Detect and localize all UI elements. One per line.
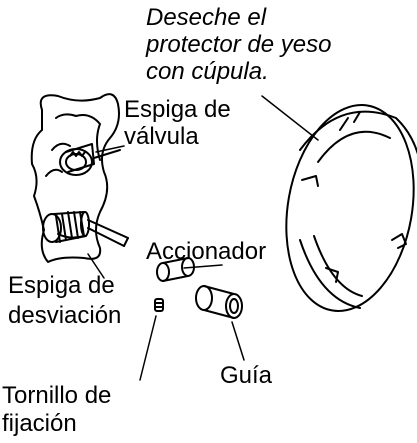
diverter-stem-label-1: Espiga de <box>8 272 115 299</box>
set-screw-label-2: fijación <box>2 410 77 437</box>
leader-lines <box>87 95 319 381</box>
diverter-stem-label-2: desviación <box>8 302 122 329</box>
leader-actuator <box>183 264 223 269</box>
valve-stem-label-1: Espiga de <box>124 96 231 123</box>
diverter-stem-drawing <box>42 211 129 247</box>
set-screw-label-1: Tornillo de <box>2 382 112 409</box>
discard-guard-label-2: protector de yeso <box>146 31 332 58</box>
discard-guard-label-1: Deseche el <box>146 4 267 31</box>
leader-valve-stem <box>95 145 125 153</box>
leader-set-screw <box>139 315 157 381</box>
dome-plaster-guard-drawing <box>285 104 417 312</box>
set-screw-drawing <box>154 298 164 312</box>
leader-diverter-stem <box>87 253 105 279</box>
discard-guard-label-3: con cúpula. <box>146 58 269 85</box>
valve-stem-label-2: válvula <box>124 123 199 150</box>
guide-drawing <box>195 285 243 319</box>
actuator-label: Accionador <box>146 238 267 265</box>
guide-label: Guía <box>220 362 273 389</box>
valve-stem-drawing <box>59 143 121 176</box>
leader-discard-guard <box>261 95 319 141</box>
actuator-drawing <box>156 257 195 282</box>
leader-guide <box>231 321 245 361</box>
